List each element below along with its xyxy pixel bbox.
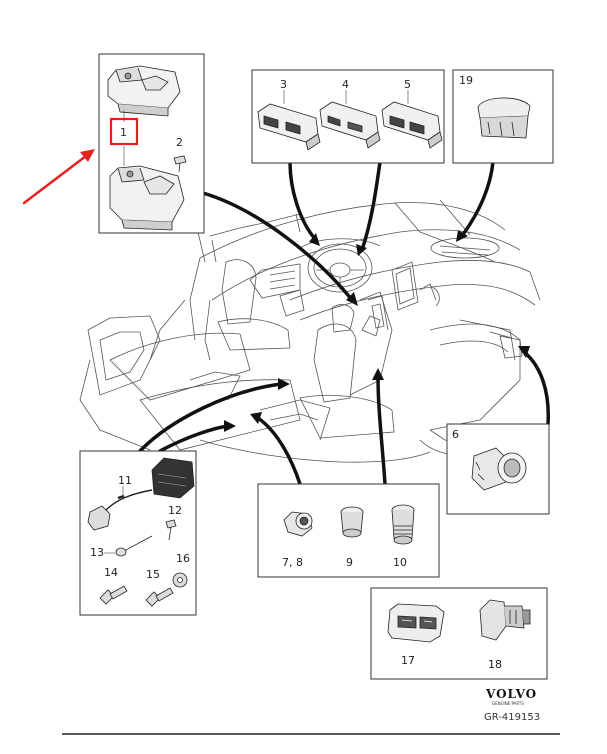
callout-5: 5 [404,78,411,91]
part-14-bolt-image [99,585,128,605]
callout-1: 1 [120,126,127,139]
callout-16: 16 [176,552,190,565]
box-part-19: 19 [452,69,554,164]
switch-part-4-image [319,101,381,149]
part-18-switch-image [479,599,531,641]
window-switch-top-image [107,65,181,117]
callout-6: 6 [452,428,459,441]
brand-name: VOLVO [485,687,537,701]
callout-4: 4 [342,78,349,91]
callout-9: 9 [346,556,353,569]
arrow-heads [224,230,530,432]
part-10-socket-image [391,504,415,545]
callout-10: 10 [393,556,407,569]
connector-arrows [138,160,550,486]
box-parts-17-18: 17 18 [370,587,548,680]
red-pointer-arrow [22,149,95,205]
callout-14: 14 [104,566,118,579]
switch-part-3-image [257,103,321,151]
highlight-box-part-1 [109,117,139,146]
box-wiring-hardware: 11 12 13 14 15 16 [79,450,197,616]
callout-18: 18 [488,658,502,671]
callout-11: 11 [118,474,132,487]
part-11-cable-image [87,457,195,531]
part-12-screw-image [165,519,177,541]
callout-19: 19 [459,74,473,87]
part-13-pin-image [115,535,153,557]
part-9-socket-image [340,506,364,538]
part-19-image [477,97,531,139]
part-15-bolt-image [145,587,174,607]
part-16-washer-image [172,572,188,588]
callout-13: 13 [90,546,104,559]
box-part-6: 6 [446,423,550,515]
callout-7-8: 7, 8 [282,556,303,569]
callout-12: 12 [168,504,182,517]
diagram-reference: GR-419153 [484,712,540,723]
callout-17: 17 [401,654,415,667]
car-interior-illustration [79,199,541,463]
part-7-8-socket-image [283,511,313,537]
callout-2: 2 [176,136,183,149]
window-switch-bottom-image [109,165,185,231]
volvo-logo: VOLVO GENUINE PARTS [485,687,537,706]
callout-3: 3 [280,78,287,91]
brand-tagline: GENUINE PARTS [492,701,524,706]
box-window-switches: 1 2 [98,53,205,234]
part-6-image [471,447,527,491]
switch-part-5-image [381,101,443,149]
box-dashboard-switches: 3 4 5 [251,69,445,164]
box-sockets: 7, 8 9 10 [257,483,440,578]
screw-part-2-image [173,155,187,173]
callout-15: 15 [146,568,160,581]
part-17-switch-image [387,603,445,643]
